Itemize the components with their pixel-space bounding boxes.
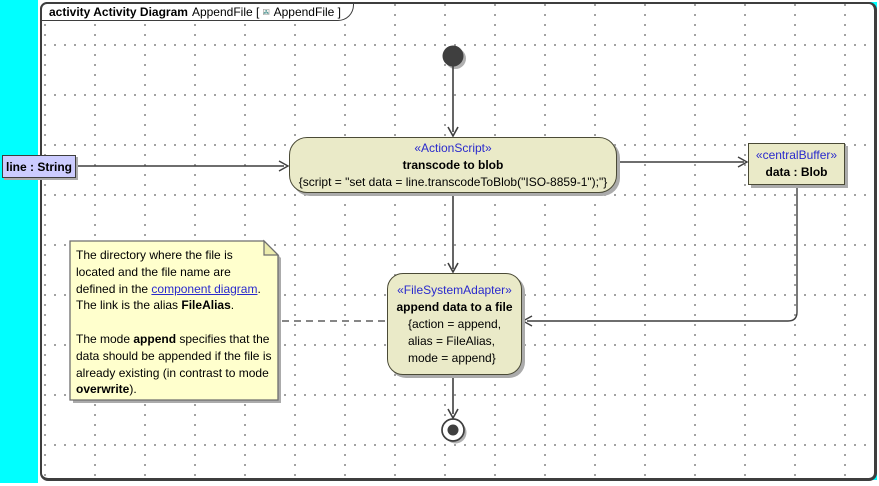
activity-diagram-icon [263, 8, 270, 15]
diagram-kind-label: activity Activity Diagram [49, 4, 188, 19]
diagram-ref-name: AppendFile ] [273, 4, 341, 19]
action-script-property: {script = "set data = line.transcodeToBl… [298, 174, 608, 189]
stereotype-label: «centralBuffer» [755, 148, 838, 162]
edge-param-to-transcode[interactable] [76, 160, 290, 172]
edge-transcode-to-append[interactable] [447, 193, 459, 274]
stereotype-label: «ActionScript» [414, 140, 492, 155]
initial-node[interactable] [442, 45, 467, 70]
action-transcode-to-blob[interactable]: «ActionScript» transcode to blob {script… [289, 137, 617, 193]
central-buffer-data-blob[interactable]: «centralBuffer» data : Blob [748, 143, 845, 185]
edge-buffer-to-append[interactable] [521, 186, 798, 327]
component-diagram-link[interactable]: component diagram [151, 281, 258, 296]
note-paragraph: The mode append specifies that the data … [76, 331, 272, 397]
note-paragraph: The directory where the file is located … [76, 248, 261, 313]
parameter-label: line : String [6, 159, 72, 174]
action-append-data-to-file[interactable]: «FileSystemAdapter» append data to a fil… [387, 273, 522, 375]
final-node[interactable] [441, 418, 467, 444]
stereotype-label: «FileSystemAdapter» [397, 282, 512, 297]
edge-transcode-to-buffer[interactable] [617, 156, 749, 168]
diagram-name: AppendFile [ [191, 4, 260, 19]
parameter-node-line-string[interactable]: line : String [2, 155, 76, 178]
canvas-margin [0, 0, 38, 483]
edge-append-to-final[interactable] [447, 375, 459, 420]
note-comment[interactable]: The directory where the file is located … [76, 247, 272, 398]
diagram-header-tab[interactable]: activity Activity Diagram AppendFile [ A… [40, 2, 354, 21]
note-shape[interactable] [69, 239, 281, 403]
edge-initial-to-transcode[interactable] [447, 66, 459, 138]
note-fold-corner [263, 239, 280, 256]
action-name: append data to a file [396, 299, 513, 314]
action-properties: {action = append, alias = FileAlias, mod… [407, 316, 502, 365]
action-name: transcode to blob [402, 157, 504, 172]
buffer-name: data : Blob [765, 165, 828, 179]
